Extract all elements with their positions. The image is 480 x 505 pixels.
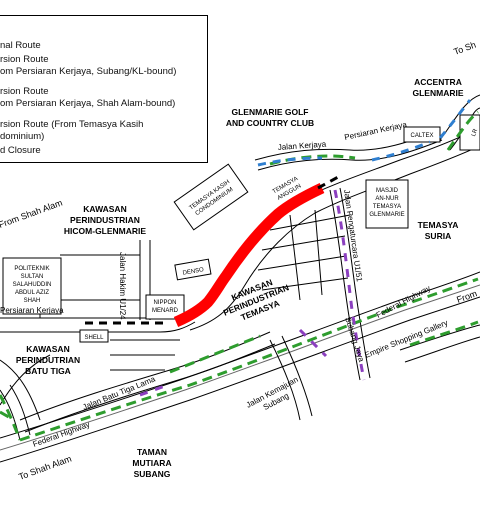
to-shah-alam-edge-label: To Sh	[452, 40, 477, 57]
temasya-kasih-box	[173, 163, 249, 231]
federal-highway-right-label: Federal Highway	[375, 284, 432, 320]
green-diversion-batu-tiga	[169, 334, 261, 374]
from-shah-alam-label: From Shah Alam	[0, 198, 64, 230]
jalan-pengaturcara-edge-2	[339, 187, 371, 379]
jalan-kerjaya-edge-2	[257, 139, 443, 171]
west-curve-edge-2	[9, 384, 31, 436]
empire-label: Empire Shopping Gallery	[363, 318, 449, 360]
denso-box	[174, 258, 212, 281]
legend-item-diversion-subang: rsion Route om Persiaran Kerjaya, Subang…	[0, 54, 176, 78]
federal-highway-south-edge	[0, 296, 480, 463]
green-diversion-west-short	[0, 410, 15, 422]
denso-label: DENSO	[182, 267, 204, 277]
west-interchange-edge-1	[0, 354, 51, 406]
jalan-kemajuan-label: Jalan KemajuanSubang	[245, 375, 305, 419]
closure-marker-temasya-anggun	[317, 174, 341, 190]
legend-item-text: rsion Route (From Temasya Kasih	[0, 119, 144, 130]
temasya-grid-street-6	[314, 209, 323, 296]
green-diversion-accentra	[446, 110, 479, 151]
jalan-batu-tiga-lama-edge-1	[19, 331, 271, 421]
from-right-label: From	[455, 288, 478, 305]
green-diversion-federal	[19, 277, 479, 442]
caltex-label: CALTEX	[411, 133, 434, 139]
diversion-route-blue	[257, 99, 472, 167]
persiaran-kerjaya-left-label: Persiaran Kerjaya	[0, 306, 64, 315]
blue-diversion-accentra	[438, 99, 472, 139]
caltex-box	[403, 126, 441, 143]
legend-item-diversion-shah-alam: rsion Route om Persiaran Kerjaya, Shah A…	[0, 86, 175, 110]
temasya-grid-street-2	[261, 235, 346, 251]
shell-box	[79, 329, 109, 343]
politeknik-box	[2, 257, 62, 315]
purple-diversion-pengaturcara	[333, 189, 366, 381]
federal-highway-median	[0, 284, 480, 451]
south-east-road-edge-2	[404, 336, 480, 363]
to-shah-alam-label: To Shah Alam	[17, 453, 73, 481]
green-diversion-west-loop	[0, 394, 22, 441]
purple-diversion-kemajuan	[298, 328, 328, 358]
jalan-kemajuan-edge-1	[269, 339, 301, 421]
jalan-batu-tiga-lama-edge-2	[24, 343, 276, 433]
closure-markers-black	[85, 174, 341, 325]
legend-item-text: nal Route	[0, 40, 41, 51]
legend-item-subtext: dominium)	[0, 131, 45, 142]
legend-item-text: d Closure	[0, 145, 41, 156]
lr-label: LR	[471, 128, 479, 138]
nippon-menard-box	[145, 294, 185, 320]
west-interchange-edge-2	[0, 359, 41, 421]
jalan-hakim-label: Jalan Hakim U1/24	[118, 252, 127, 320]
legend-item-road-closure: d Closure	[0, 145, 41, 157]
legend-item-original-route: nal Route	[0, 40, 41, 52]
legend-item-text: rsion Route	[0, 86, 49, 97]
temasya-grid-street-5	[289, 214, 301, 301]
purple-diversion-batu-tiga	[139, 384, 166, 397]
road-network	[0, 94, 480, 463]
blue-diversion-caltex	[371, 140, 431, 162]
jalan-kerjaya-label: Jalan Kerjaya	[278, 140, 328, 152]
blue-diversion-jalan-kerjaya	[257, 156, 323, 167]
temasya-grid-street-1	[269, 214, 351, 231]
green-diversion-south-east	[409, 320, 479, 347]
shell-label: SHELL	[84, 335, 104, 341]
jalan-kemajuan-edge-2	[281, 335, 313, 417]
south-east-road-edge-1	[399, 324, 480, 351]
west-curve-edge-1	[0, 389, 21, 441]
persiaran-kerjaya-top-label: Persiaran Kerjaya	[344, 120, 409, 142]
legend-item-subtext: om Persiaran Kerjaya, Subang/KL-bound)	[0, 66, 177, 77]
legend-item-diversion-temasya: rsion Route (From Temasya Kasih dominium…	[0, 119, 143, 143]
federal-highway-north-edge	[0, 271, 480, 439]
map-legend: nal Route rsion Route om Persiaran Kerja…	[0, 15, 208, 163]
jalan-pengaturcara-edge-1	[329, 189, 361, 381]
legend-item-text: rsion Route	[0, 54, 49, 65]
legend-item-subtext: om Persiaran Kerjaya, Shah Alam-bound)	[0, 98, 176, 109]
road-closure-segment	[173, 183, 325, 328]
temasya-grid-street-3	[257, 255, 347, 271]
temasya-grid-street-4	[261, 277, 349, 291]
building-outlines	[2, 114, 480, 343]
persiaran-kerjaya-west-edge-2	[0, 321, 196, 333]
masjid-box	[365, 179, 409, 229]
diversion-route-purple	[139, 189, 366, 397]
